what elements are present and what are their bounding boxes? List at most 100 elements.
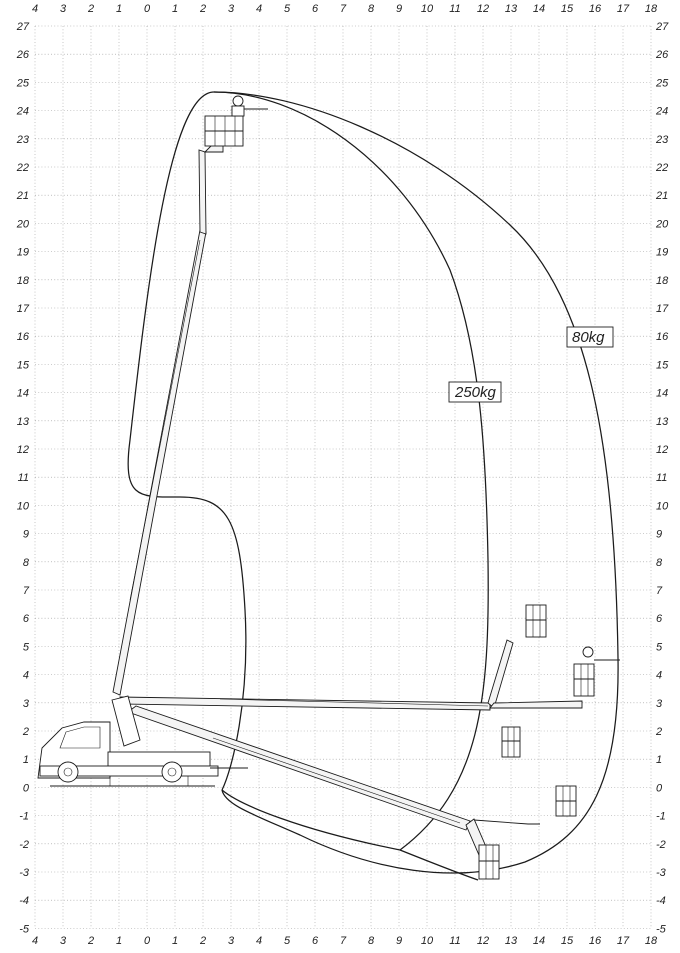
x-tick-bottom: 9 [396,935,402,947]
y-tick-right: 18 [656,275,669,287]
y-tick-left: -4 [19,895,29,907]
y-tick-right: 24 [655,106,668,118]
x-tick-top: 3 [228,3,235,15]
basket-icon [204,95,268,147]
y-tick-left: 25 [16,77,30,89]
y-tick-left: -3 [19,867,30,879]
x-tick-top: 2 [199,3,206,15]
y-tick-left: 4 [23,670,29,682]
x-tick-bottom: 3 [228,935,235,947]
envelope-250kg [213,91,489,851]
y-tick-right: 5 [656,641,663,653]
y-tick-right: 22 [655,162,668,174]
x-tick-bottom: 3 [60,935,67,947]
y-tick-left: 6 [23,613,30,625]
basket-icon [478,844,500,880]
y-tick-right: 27 [655,21,669,33]
x-tick-top: 5 [284,3,291,15]
y-tick-right: 2 [655,726,662,738]
x-tick-bottom: 2 [199,935,206,947]
x-tick-top: 15 [561,3,574,15]
x-tick-bottom: 17 [617,935,630,947]
label-80kg: 80kg [566,326,614,348]
y-tick-right: 21 [655,190,668,202]
x-tick-bottom: 1 [172,935,178,947]
y-tick-right: 19 [656,247,668,259]
x-tick-top: 4 [256,3,262,15]
x-tick-bottom: 8 [368,935,375,947]
y-tick-right: 4 [656,670,662,682]
y-tick-left: 0 [23,782,30,794]
x-tick-bottom: 10 [421,935,434,947]
y-tick-right: 0 [656,782,663,794]
y-tick-right: -2 [656,839,666,851]
y-tick-left: 18 [17,275,30,287]
x-tick-top: 1 [172,3,178,15]
x-tick-top: 10 [421,3,434,15]
x-tick-top: 8 [368,3,375,15]
y-tick-left: 10 [17,500,30,512]
y-tick-left: -5 [19,923,30,935]
x-tick-bottom: 13 [505,935,518,947]
y-tick-left: 21 [16,190,29,202]
y-tick-right: 7 [656,585,663,597]
y-tick-left: 16 [17,331,30,343]
x-tick-top: 1 [116,3,122,15]
y-tick-right: 10 [656,500,669,512]
basket-icon [573,646,620,697]
x-tick-top: 3 [60,3,67,15]
y-tick-left: 11 [18,472,29,484]
y-tick-left: 27 [16,21,30,33]
y-tick-left: 15 [17,359,30,371]
x-tick-bottom: 11 [449,935,460,947]
y-tick-left: 17 [17,303,30,315]
y-tick-right: 11 [656,472,667,484]
x-tick-top: 17 [617,3,630,15]
boom-high [112,144,224,696]
y-tick-right: 9 [656,529,662,541]
basket-icon [501,726,521,758]
x-tick-top: 16 [589,3,602,15]
y-tick-left: 14 [17,388,29,400]
y-tick-left: 7 [23,585,30,597]
x-tick-bottom: 18 [645,935,658,947]
y-tick-right: 1 [656,754,662,766]
boom-horizontal [119,639,583,711]
y-tick-right: 8 [656,557,663,569]
x-tick-top: 6 [312,3,319,15]
envelope-low-back [221,789,479,881]
y-tick-left: 2 [22,726,29,738]
boom-low [127,705,540,863]
y-tick-right: 23 [655,134,669,146]
x-tick-bottom: 4 [32,935,38,947]
y-tick-left: 8 [23,557,30,569]
x-tick-top: 14 [533,3,545,15]
label-250kg-text: 250kg [454,384,497,401]
label-80kg-text: 80kg [572,329,605,346]
y-tick-right: 15 [656,359,669,371]
y-tick-right: 14 [656,388,668,400]
x-tick-bottom: 1 [116,935,122,947]
x-tick-bottom: 0 [144,935,151,947]
y-tick-left: 9 [23,529,29,541]
y-tick-left: 20 [16,218,30,230]
y-tick-left: 26 [16,49,30,61]
y-tick-left: -2 [19,839,29,851]
y-tick-right: 6 [656,613,663,625]
x-tick-top: 4 [32,3,38,15]
y-tick-right: 16 [656,331,669,343]
x-tick-bottom: 12 [477,935,489,947]
x-tick-bottom: 5 [284,935,291,947]
x-tick-top: 12 [477,3,489,15]
x-tick-bottom: 16 [589,935,602,947]
label-250kg: 250kg [448,381,502,403]
y-tick-right: 3 [656,698,663,710]
x-tick-top: 2 [87,3,94,15]
x-tick-top: 11 [449,3,460,15]
truck-icon [37,695,248,787]
axis-ticks: 4433221100112233445566778899101011111212… [16,3,669,947]
y-tick-right: 26 [655,49,669,61]
x-tick-bottom: 4 [256,935,262,947]
envelope-inner [127,91,247,791]
x-tick-top: 9 [396,3,402,15]
